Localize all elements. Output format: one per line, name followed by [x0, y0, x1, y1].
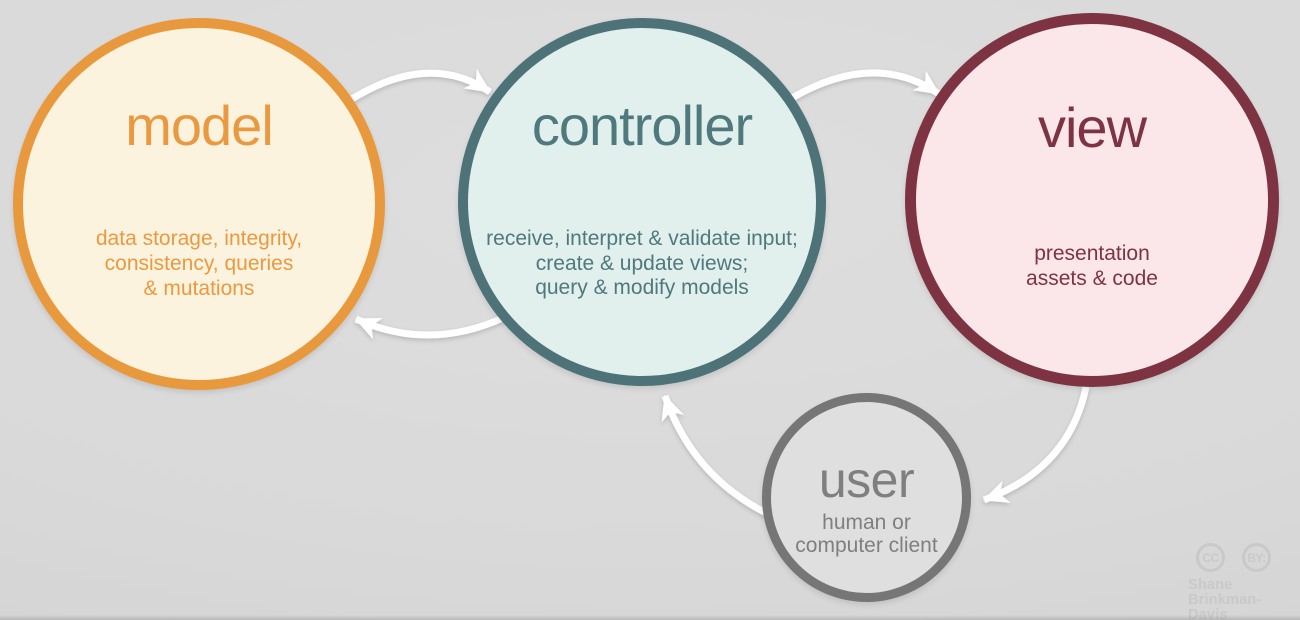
- user-description: human or computer client: [795, 511, 938, 557]
- controller-description: receive, interpret & validate input; cre…: [486, 227, 798, 299]
- cc-by-icon: BY:: [1242, 543, 1271, 572]
- controller-node: controller receive, interpret & validate…: [458, 18, 826, 386]
- license-badges: CC BY:: [1196, 543, 1298, 572]
- license-attribution: CC BY: Shane Brinkman-Davis: [1188, 543, 1298, 620]
- arrow-model-to-controller: [345, 68, 492, 105]
- model-title: model: [125, 94, 274, 157]
- author-name: Shane Brinkman-Davis: [1188, 577, 1262, 620]
- arrow-view-to-user: [982, 386, 1090, 504]
- controller-title: controller: [531, 94, 753, 157]
- user-node: user human or computer client: [762, 393, 971, 602]
- arrow-user-to-controller: [661, 394, 774, 520]
- view-description: presentation assets & code: [1026, 242, 1158, 290]
- user-title: user: [818, 452, 915, 508]
- arrow-controller-to-view: [790, 69, 941, 102]
- view-node: view presentation assets & code: [905, 13, 1279, 387]
- model-description: data storage, integrity, consistency, qu…: [95, 227, 303, 300]
- model-node: model data storage, integrity, consisten…: [13, 18, 385, 390]
- view-title: view: [1037, 96, 1147, 159]
- cc-icon: CC: [1196, 543, 1225, 572]
- arrow-controller-to-model: [354, 313, 507, 340]
